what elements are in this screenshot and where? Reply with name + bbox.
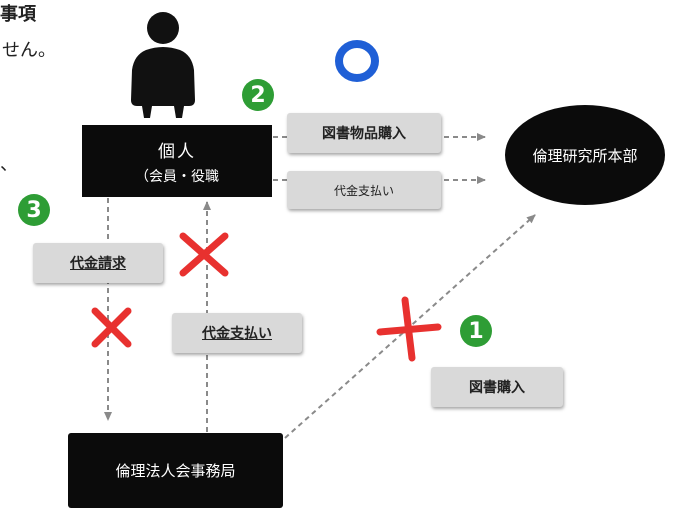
step-badge-3: 3 — [18, 194, 50, 226]
corporate-office-label: 倫理法人会事務局 — [115, 462, 236, 480]
book-goods-purchase-label: 図書物品購入 — [287, 113, 441, 153]
individual-node: 個人 （会員・役職 — [82, 125, 272, 197]
individual-subtitle: （会員・役職 — [135, 168, 219, 185]
individual-title: 個人 — [158, 141, 196, 162]
corporate-office-node: 倫理法人会事務局 — [68, 433, 283, 508]
headquarters-node: 倫理研究所本部 — [505, 105, 665, 205]
headquarters-label: 倫理研究所本部 — [532, 146, 638, 165]
book-purchase-label: 図書購入 — [431, 367, 563, 407]
red-cross-mark-book-purchase — [376, 296, 442, 362]
payment-label-middle: 代金支払い — [172, 313, 302, 353]
step-badge-1: 1 — [460, 315, 492, 347]
cropped-comma-fragment: 、 — [0, 154, 18, 175]
person-icon — [131, 12, 195, 118]
payment-label-top: 代金支払い — [287, 171, 441, 209]
red-cross-mark-payment — [179, 232, 229, 277]
step-badge-2: 2 — [242, 79, 274, 111]
blue-circle-mark — [335, 40, 379, 82]
red-cross-mark-billing — [91, 307, 132, 348]
billing-label: 代金請求 — [33, 243, 163, 283]
arrow-corporate-to-hq — [284, 214, 536, 439]
cropped-sentence-fragment: せん。 — [2, 40, 56, 61]
cropped-heading-fragment: 事項 — [0, 4, 36, 25]
